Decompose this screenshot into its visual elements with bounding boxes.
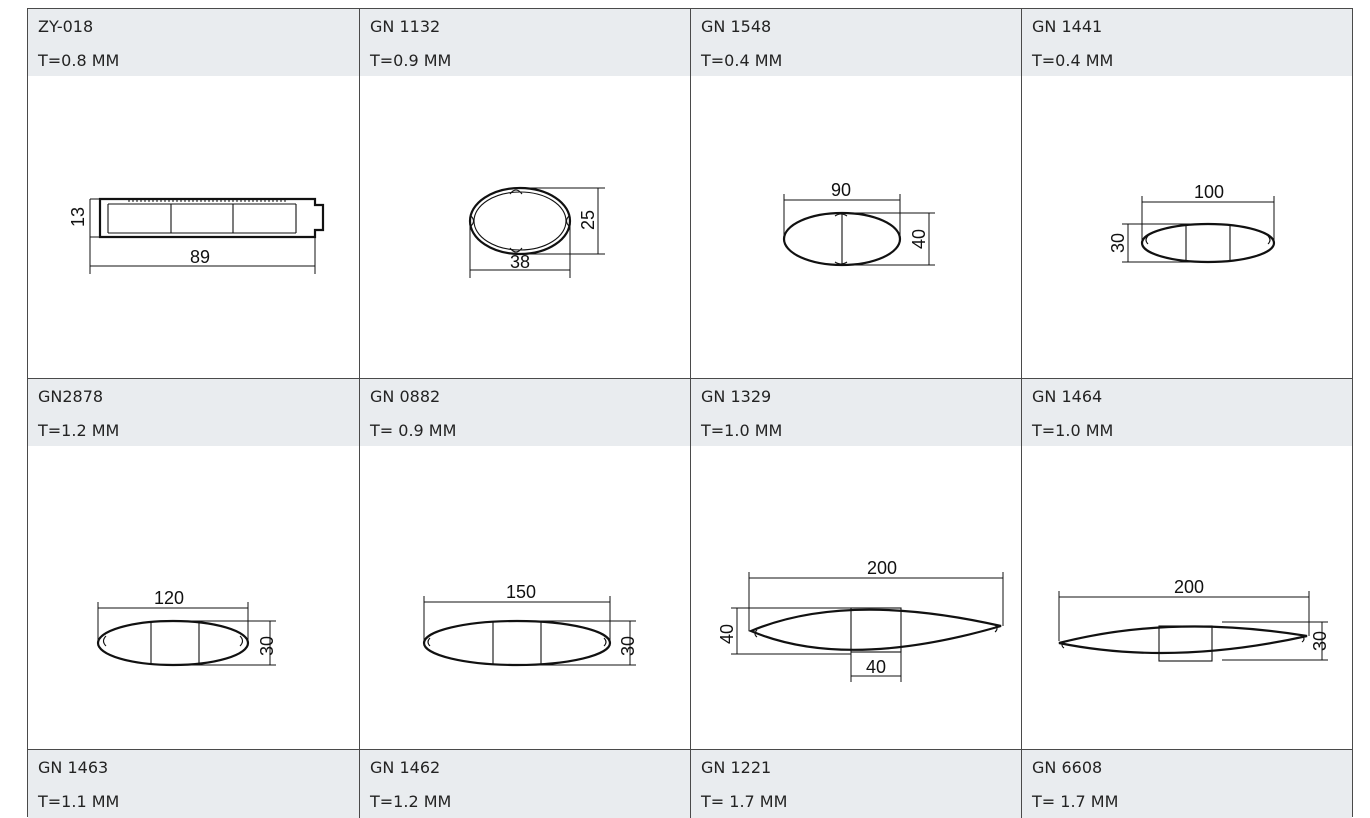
profile-thickness: T=0.4 MM (701, 51, 783, 70)
profile-thickness: T=1.1 MM (38, 792, 120, 811)
profile-code: GN 0882 (370, 387, 441, 406)
dimension-label: 30 (1310, 631, 1330, 651)
airfoil-profile-drawing: 200 30 (1058, 577, 1330, 662)
profile-code: GN 1462 (370, 758, 441, 777)
dimension-label: 40 (909, 229, 929, 249)
profile-drawing-cell: 120 30 (28, 446, 359, 749)
profile-header-cell: ZY-018 T=0.8 MM (28, 9, 359, 77)
profile-outline (468, 186, 572, 256)
profile-header-cell: GN 6608 T= 1.7 MM (1021, 750, 1352, 818)
profile-outline (422, 619, 612, 667)
dimension-lines (783, 194, 935, 266)
dimension-label: 100 (1194, 182, 1224, 202)
dimension-label: 40 (717, 624, 737, 644)
profile-code: GN 1463 (38, 758, 109, 777)
profile-header-cell: GN 1548 T=0.4 MM (690, 9, 1021, 77)
dimension-label: 25 (578, 210, 598, 230)
profile-drawing-row: 13 89 25 (28, 76, 1352, 378)
profile-code: GN 1221 (701, 758, 772, 777)
profile-drawing-cell: 25 38 (359, 76, 690, 378)
profile-outline (782, 211, 902, 267)
dimension-lines (469, 187, 605, 278)
profile-header-cell: GN 1441 T=0.4 MM (1021, 9, 1352, 77)
profile-header-cell: GN 0882 T= 0.9 MM (359, 379, 690, 447)
profile-drawing-cell: 90 40 (690, 76, 1021, 378)
dimension-lines (97, 602, 276, 666)
profile-thickness: T=1.2 MM (38, 421, 120, 440)
profile-code: GN 1441 (1032, 17, 1103, 36)
dimension-label: 150 (506, 582, 536, 602)
dimension-label: 40 (866, 657, 886, 677)
profile-thickness: T=0.9 MM (370, 51, 452, 70)
dimension-label: 120 (154, 588, 184, 608)
profile-header-cell: GN 1462 T=1.2 MM (359, 750, 690, 818)
dimension-label: 30 (618, 636, 638, 656)
profile-thickness: T= 0.9 MM (370, 421, 457, 440)
profile-drawing-cell: 100 30 (1021, 76, 1352, 378)
profile-outline (748, 607, 1002, 653)
profile-outline (1140, 222, 1276, 264)
dimension-label: 13 (68, 207, 88, 227)
oval-split-profile-drawing: 90 40 (782, 180, 935, 267)
profile-drawing-cell: 200 40 40 (690, 446, 1021, 749)
elliptical-blade-profile-drawing: 150 30 (422, 582, 638, 667)
dimension-label: 90 (831, 180, 851, 200)
profile-header-cell: GN2878 T=1.2 MM (28, 379, 359, 447)
elliptical-blade-profile-drawing: 120 30 (96, 588, 277, 667)
profile-header-cell: GN 1464 T=1.0 MM (1021, 379, 1352, 447)
profile-outline (1058, 625, 1308, 662)
profile-outline (96, 619, 250, 667)
dimension-label: 30 (1108, 233, 1128, 253)
profile-thickness: T=1.0 MM (1032, 421, 1114, 440)
oval-tube-profile-drawing: 25 38 (468, 186, 605, 278)
dimension-label: 200 (867, 558, 897, 578)
profile-thickness: T=1.0 MM (701, 421, 783, 440)
profile-header-row: GN 1463 T=1.1 MM GN 1462 T=1.2 MM GN 122… (28, 749, 1352, 818)
profile-thickness: T=0.4 MM (1032, 51, 1114, 70)
dimension-lines (1122, 196, 1275, 263)
dimension-lines (1058, 591, 1328, 661)
profile-header-cell: GN 1463 T=1.1 MM (28, 750, 359, 818)
profile-drawing-cell: 200 30 (1021, 446, 1352, 749)
flat-slat-profile-drawing: 13 89 (68, 197, 325, 274)
dimension-label: 38 (510, 252, 530, 272)
profile-header-cell: GN 1132 T=0.9 MM (359, 9, 690, 77)
profile-code: GN 6608 (1032, 758, 1103, 777)
profile-code: ZY-018 (38, 17, 94, 36)
profile-thickness: T= 1.7 MM (1032, 792, 1119, 811)
profile-outline (98, 197, 325, 239)
dimension-lines (89, 198, 316, 274)
profile-drawing-row: 120 30 1 (28, 446, 1352, 749)
flat-oval-profile-drawing: 100 30 (1108, 182, 1276, 264)
profile-header-cell: GN 1221 T= 1.7 MM (690, 750, 1021, 818)
profile-code: GN2878 (38, 387, 104, 406)
profile-code: GN 1132 (370, 17, 441, 36)
profile-thickness: T=0.8 MM (38, 51, 120, 70)
dimension-label: 30 (257, 636, 277, 656)
dimension-label: 200 (1174, 577, 1204, 597)
profile-thickness: T= 1.7 MM (701, 792, 788, 811)
profile-header-row: ZY-018 T=0.8 MM GN 1132 T=0.9 MM GN 1548… (28, 8, 1352, 78)
profile-thickness: T=1.2 MM (370, 792, 452, 811)
profile-drawing-cell: 13 89 (28, 76, 359, 378)
profile-catalog-table: ZY-018 T=0.8 MM GN 1132 T=0.9 MM GN 1548… (27, 8, 1353, 818)
profile-header-row: GN2878 T=1.2 MM GN 0882 T= 0.9 MM GN 132… (28, 378, 1352, 448)
dimension-lines (423, 596, 636, 666)
dimension-lines (731, 572, 1004, 682)
profile-header-cell: GN 1329 T=1.0 MM (690, 379, 1021, 447)
profile-code: GN 1548 (701, 17, 772, 36)
profile-drawing-cell: 150 30 (359, 446, 690, 749)
profile-code: GN 1329 (701, 387, 772, 406)
airfoil-profile-drawing: 200 40 40 (717, 558, 1004, 682)
profile-code: GN 1464 (1032, 387, 1103, 406)
dimension-label: 89 (190, 247, 210, 267)
